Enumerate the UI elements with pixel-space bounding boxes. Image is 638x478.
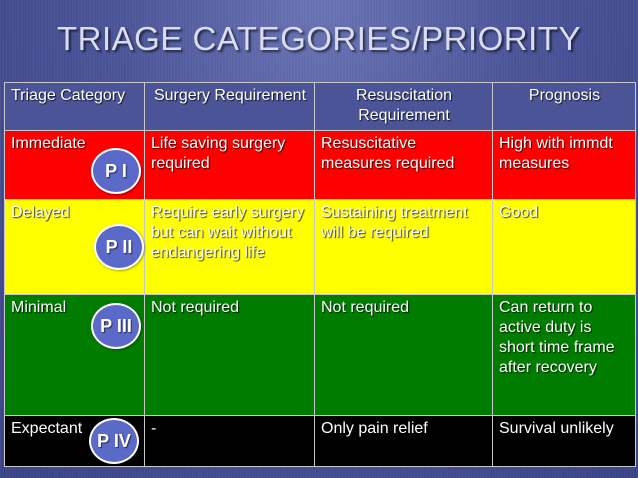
resuscitation-cell-expectant: Only pain relief <box>314 414 493 468</box>
category-label-immediate: Immediate <box>11 135 86 153</box>
category-label-expectant: Expectant <box>11 419 83 437</box>
surgery-cell-delayed: Require early surgery but can wait witho… <box>144 198 315 295</box>
table-header-row: Triage Category Surgery Requirement Resu… <box>4 81 636 132</box>
header-resuscitation-requirement: Resuscitation Requirement <box>314 81 493 132</box>
header-surgery-requirement: Surgery Requirement <box>144 81 315 132</box>
header-prognosis: Prognosis <box>492 81 636 132</box>
slide-title: TRIAGE CATEGORIES/PRIORITY <box>57 20 581 57</box>
category-cell-delayed: Delayed P II <box>4 198 145 295</box>
table-row-immediate: Immediate P I Life saving surgery requir… <box>4 130 636 200</box>
resuscitation-cell-immediate: Resuscitative measures required <box>314 130 493 200</box>
table-row-expectant: Expectant P IV - Only pain relief Surviv… <box>4 414 636 468</box>
surgery-cell-expectant: - <box>144 414 315 468</box>
prognosis-cell-minimal: Can return to active duty is short time … <box>492 293 636 416</box>
table-row-delayed: Delayed P II Require early surgery but c… <box>4 198 636 295</box>
prognosis-cell-delayed: Good <box>492 198 636 295</box>
surgery-cell-immediate: Life saving surgery required <box>144 130 315 200</box>
prognosis-cell-expectant: Survival unlikely <box>492 414 636 468</box>
prognosis-cell-immediate: High with immdt measures <box>492 130 636 200</box>
header-triage-category: Triage Category <box>4 81 145 132</box>
triage-table: Triage Category Surgery Requirement Resu… <box>4 81 636 468</box>
table-row-minimal: Minimal P III Not required Not required … <box>4 293 636 416</box>
priority-badge-p1: P I <box>91 148 141 195</box>
priority-badge-p3: P III <box>91 302 141 349</box>
resuscitation-cell-minimal: Not required <box>314 293 493 416</box>
category-cell-immediate: Immediate P I <box>4 130 145 200</box>
priority-badge-p2: P II <box>94 223 144 270</box>
surgery-cell-minimal: Not required <box>144 293 315 416</box>
category-cell-minimal: Minimal P III <box>4 293 145 416</box>
priority-badge-p4: P IV <box>89 417 139 464</box>
category-label-delayed: Delayed <box>11 203 70 221</box>
category-cell-expectant: Expectant P IV <box>4 414 145 468</box>
resuscitation-cell-delayed: Sustaining treatment will be required <box>314 198 493 295</box>
category-label-minimal: Minimal <box>11 298 67 316</box>
